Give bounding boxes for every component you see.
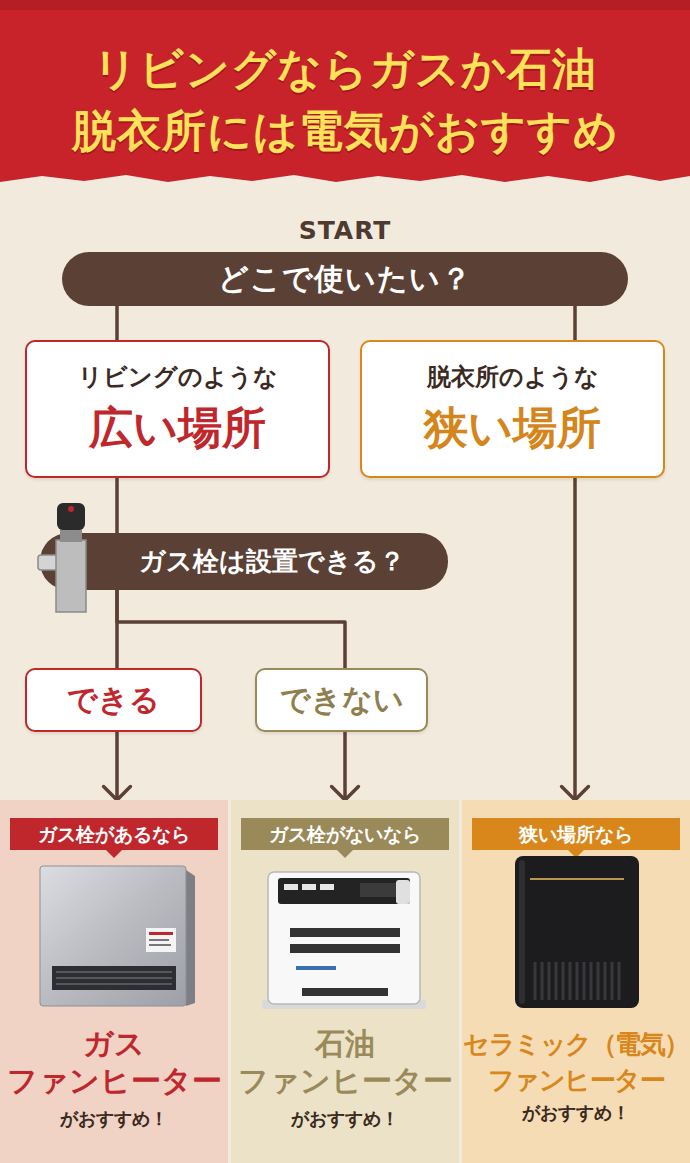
panel-tab: 狭い場所なら [472, 818, 680, 850]
flow-connector [573, 306, 577, 340]
result-panel: ガス栓があるならガス ファンヒーターがおすすめ！ [0, 800, 228, 1163]
node-text: 脱衣所のような [427, 361, 599, 393]
product-name: 石油 ファンヒーター [231, 1026, 459, 1099]
node-text: ガス栓は設置できる？ [139, 544, 405, 579]
question-band: どこで使いたい？ [62, 252, 628, 306]
answer-box: できる [25, 668, 202, 732]
question-band: ガス栓は設置できる？ [40, 533, 448, 590]
arrow-head [562, 787, 589, 800]
answer-box: できない [255, 668, 428, 732]
product-name: セラミック（電気） ファンヒーター [462, 1026, 690, 1099]
recommend-text: がおすすめ！ [291, 1107, 399, 1131]
flow-connector [115, 732, 119, 800]
recommend-text: がおすすめ！ [60, 1107, 168, 1131]
node-text: 狭い場所 [424, 399, 601, 458]
title-text: リビングならガスか石油 脱衣所には電気がおすすめ [0, 38, 690, 162]
node-text: 広い場所 [89, 399, 266, 458]
arrow-head [332, 787, 359, 800]
arrow-head [104, 787, 131, 800]
flow-connector [115, 306, 119, 340]
title-band [0, 0, 690, 182]
option-box: 脱衣所のような狭い場所 [360, 340, 665, 478]
valve-mark [68, 506, 74, 512]
node-text: できる [67, 680, 160, 721]
panel-tab: ガス栓がないなら [241, 818, 449, 850]
flow-connector [573, 478, 577, 800]
flow-connector [117, 590, 345, 668]
valve-cap [57, 503, 85, 530]
panel-tab: ガス栓があるなら [10, 818, 218, 850]
start-label: START [0, 216, 690, 245]
recommend-text: がおすすめ！ [522, 1101, 630, 1125]
flow-connector [115, 478, 119, 533]
title-band-edge [0, 0, 690, 10]
result-panel: ガス栓がないなら石油 ファンヒーターがおすすめ！ [231, 800, 459, 1163]
flow-connector [343, 732, 347, 800]
result-panel: 狭い場所ならセラミック（電気） ファンヒーターがおすすめ！ [462, 800, 690, 1163]
node-text: リビングのような [78, 361, 278, 393]
node-text: どこで使いたい？ [218, 259, 472, 300]
node-text: できない [280, 680, 404, 721]
option-box: リビングのような広い場所 [25, 340, 330, 478]
product-name: ガス ファンヒーター [0, 1026, 228, 1099]
